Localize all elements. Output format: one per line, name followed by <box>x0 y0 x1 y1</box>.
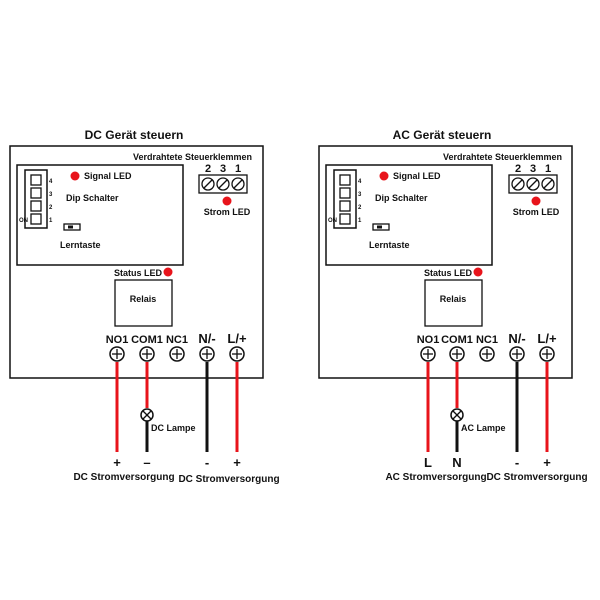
terminal-label-l: L/+ <box>227 331 247 346</box>
polarity-mark: – <box>143 455 150 470</box>
screw-terminal-icon[interactable] <box>139 346 155 362</box>
polarity-mark: + <box>233 455 241 470</box>
screw-terminal-icon[interactable] <box>231 177 245 191</box>
supply-label-left: DC Stromversorgung <box>73 472 174 483</box>
learn-button[interactable] <box>63 223 81 231</box>
terminal-label-com1: COM1 <box>131 334 163 346</box>
screw-terminal-icon[interactable] <box>109 346 125 362</box>
relay-label: Relais <box>440 294 467 304</box>
lamp-label: AC Lampe <box>461 423 506 433</box>
signal-led-icon <box>70 171 80 181</box>
dip-number-1: 1 <box>49 218 53 224</box>
terminal-label-no1: NO1 <box>106 334 129 346</box>
lamp-icon <box>140 408 154 422</box>
polarity-mark: L <box>424 455 432 470</box>
push-button-icon <box>372 223 390 231</box>
learn-button-label: Lerntaste <box>60 240 101 250</box>
screw-terminal-icon[interactable] <box>229 346 245 362</box>
power-led-icon <box>531 196 541 206</box>
signal-led-icon <box>379 171 389 181</box>
device-housing <box>318 145 573 379</box>
screw-terminal-icon[interactable] <box>541 177 555 191</box>
polarity-mark: - <box>515 455 519 470</box>
control-terminal-block: 2 3 1 <box>508 163 558 194</box>
dip-number-2: 2 <box>358 205 362 211</box>
status-led-label: Status LED <box>424 268 473 278</box>
terminal-label-nc1: NC1 <box>476 334 498 346</box>
screw-terminal-icon[interactable] <box>169 346 185 362</box>
device-housing <box>9 145 264 379</box>
terminal-number-3: 3 <box>530 163 536 175</box>
screw-terminal-icon[interactable] <box>216 177 230 191</box>
terminal-number-1: 1 <box>545 163 551 175</box>
polarity-mark: - <box>205 455 209 470</box>
dip-switch-icon <box>333 169 357 229</box>
push-button-icon <box>63 223 81 231</box>
dip-number-4: 4 <box>49 179 53 185</box>
panel-dc: DC Gerät steuern Verdrahtete Steuerklemm… <box>9 128 280 485</box>
control-terminals-label: Verdrahtete Steuerklemmen <box>443 152 562 162</box>
status-led-label: Status LED <box>114 268 163 278</box>
status-led-icon <box>473 267 483 277</box>
supply-label-right: DC Stromversorgung <box>486 472 587 483</box>
terminal-number-2: 2 <box>515 163 521 175</box>
control-terminals-label: Verdrahtete Steuerklemmen <box>133 152 252 162</box>
screw-terminal-icon[interactable] <box>199 346 215 362</box>
dip-on-label: ON <box>19 218 28 224</box>
panel-ac: AC Gerät steuern Verdrahtete Steuerklemm… <box>318 128 588 483</box>
receiver-module <box>325 164 493 266</box>
screw-terminal-icon[interactable] <box>449 346 465 362</box>
terminal-number-3: 3 <box>220 163 226 175</box>
dip-switch-label: Dip Schalter <box>66 193 119 203</box>
dip-number-3: 3 <box>49 192 53 198</box>
lamp-label: DC Lampe <box>151 423 196 433</box>
terminal-number-2: 2 <box>205 163 211 175</box>
polarity-mark: N <box>452 455 461 470</box>
screw-terminal-icon[interactable] <box>526 177 540 191</box>
polarity-mark: + <box>113 455 121 470</box>
supply-label-right: DC Stromversorgung <box>178 474 279 485</box>
learn-button-label: Lerntaste <box>369 240 410 250</box>
signal-led-label: Signal LED <box>84 171 132 181</box>
lamp-icon <box>450 408 464 422</box>
dip-on-label: ON <box>328 218 337 224</box>
polarity-mark: + <box>543 455 551 470</box>
terminal-label-l: L/+ <box>537 331 557 346</box>
terminal-label-nc1: NC1 <box>166 334 188 346</box>
terminal-number-1: 1 <box>235 163 241 175</box>
receiver-module <box>16 164 184 266</box>
learn-button[interactable] <box>372 223 390 231</box>
power-led-label: Strom LED <box>204 207 251 217</box>
dip-number-1: 1 <box>358 218 362 224</box>
screw-terminal-icon[interactable] <box>509 346 525 362</box>
terminal-label-n: N/- <box>508 331 525 346</box>
terminal-label-no1: NO1 <box>417 334 440 346</box>
dip-switch-label: Dip Schalter <box>375 193 428 203</box>
dip-number-2: 2 <box>49 205 53 211</box>
terminal-label-n: N/- <box>198 331 215 346</box>
relay-label: Relais <box>130 294 157 304</box>
screw-terminal-icon[interactable] <box>479 346 495 362</box>
terminal-label-com1: COM1 <box>441 334 473 346</box>
signal-led-label: Signal LED <box>393 171 441 181</box>
screw-terminal-icon[interactable] <box>539 346 555 362</box>
supply-label-left: AC Stromversorgung <box>385 472 486 483</box>
status-led-icon <box>163 267 173 277</box>
panel-title: AC Gerät steuern <box>393 128 492 142</box>
control-terminal-block: 2 3 1 <box>198 163 248 194</box>
screw-terminal-icon[interactable] <box>420 346 436 362</box>
screw-terminal-icon[interactable] <box>201 177 215 191</box>
dip-number-3: 3 <box>358 192 362 198</box>
dip-number-4: 4 <box>358 179 362 185</box>
dip-switch-icon <box>24 169 48 229</box>
panel-title: DC Gerät steuern <box>85 128 184 142</box>
relay <box>114 279 173 327</box>
power-led-label: Strom LED <box>513 207 560 217</box>
power-led-icon <box>222 196 232 206</box>
screw-terminal-icon[interactable] <box>511 177 525 191</box>
relay <box>424 279 483 327</box>
